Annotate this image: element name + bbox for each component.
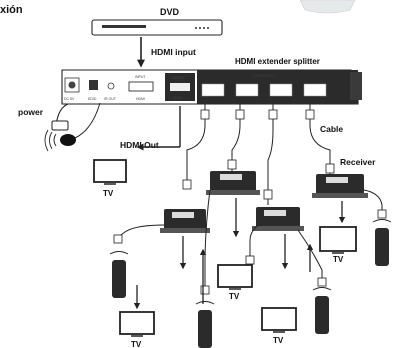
ir-extension-lines	[117, 189, 383, 290]
receiver-4	[312, 174, 368, 198]
tv-label-2: TV	[229, 292, 240, 301]
hdmi-extender-splitter: OUTPUT HDMI CAT6 OUTPUT DC 5V EDID IR OU…	[61, 69, 362, 105]
cat-output-text: CAT6 OUTPUT	[252, 74, 277, 78]
cable-label: Cable	[320, 124, 343, 134]
tv-label-3: TV	[273, 336, 284, 345]
tv-4	[319, 226, 357, 254]
cat-cables	[186, 104, 331, 205]
receiver-2	[206, 171, 260, 195]
dvd-player	[91, 19, 223, 36]
cable-plugs	[182, 109, 335, 200]
remote-1	[109, 251, 129, 298]
remote-4	[372, 219, 392, 266]
hdmi-input-label: HDMI input	[151, 47, 196, 57]
receiver-label: Receiver	[340, 157, 376, 167]
hdmi-out-label: HDMI Out	[120, 140, 159, 150]
port-hdmi: HDMI	[136, 97, 145, 101]
dvd-label: DVD	[160, 7, 180, 17]
receiver-3	[252, 207, 304, 231]
ir-sensor	[44, 102, 101, 152]
tv-2	[217, 264, 253, 290]
tv-label-1: TV	[131, 340, 142, 348]
remote-2	[195, 301, 215, 348]
port-dc: DC 5V	[64, 97, 75, 101]
tv-hdmi-out	[93, 159, 127, 185]
port-output-top: OUTPUT	[172, 76, 187, 80]
tv-label-4: TV	[333, 255, 344, 264]
power-adapter	[51, 120, 69, 131]
splitter-label: HDMI extender splitter	[235, 57, 320, 66]
rj45-ports	[201, 83, 327, 97]
tv-1	[119, 311, 155, 337]
top-partial-text: xión	[0, 4, 23, 16]
port-output-hdmi: HDMI	[173, 96, 182, 100]
tv-label-hdmi-out: TV	[103, 189, 114, 198]
remote-3	[312, 287, 332, 334]
port-input-top: INPUT	[135, 75, 146, 79]
power-label: power	[18, 107, 44, 117]
tv-3	[261, 307, 297, 333]
ir-sensor-boxes	[113, 209, 387, 295]
port-edid: EDID	[88, 97, 97, 101]
port-ir-out: IR OUT	[104, 97, 117, 101]
receiver-1	[160, 209, 210, 233]
cropped-object-top-right	[299, 0, 356, 14]
